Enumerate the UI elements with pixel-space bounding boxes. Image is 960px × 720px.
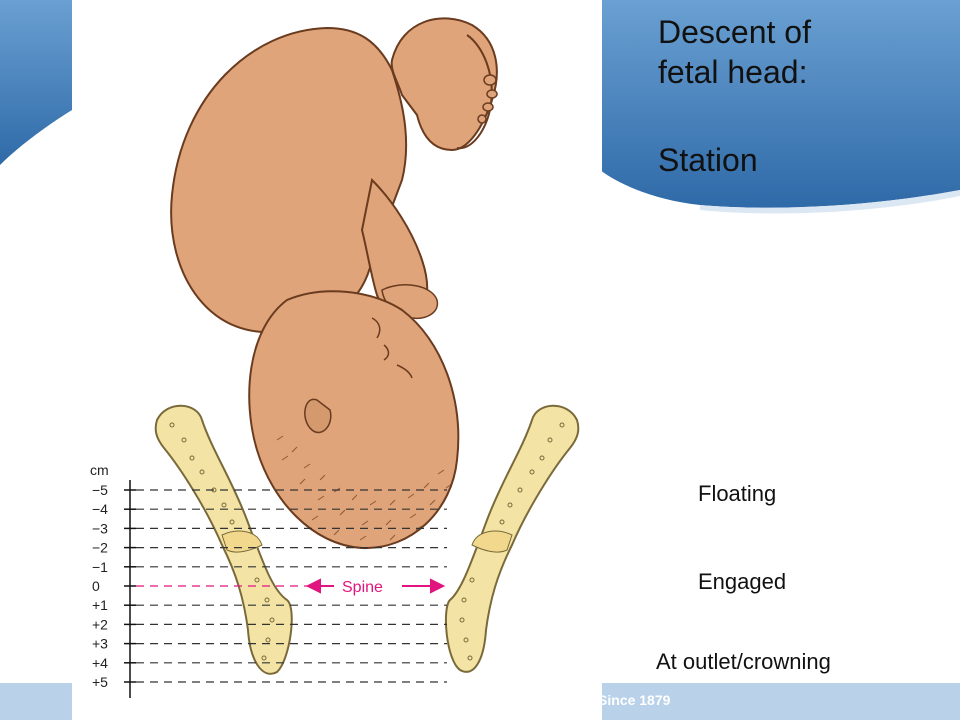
right-pelvic-bone — [446, 406, 578, 672]
fetus-body — [171, 28, 406, 332]
title-line-1: Descent of — [658, 12, 811, 52]
station-tick-label: −3 — [92, 520, 108, 536]
spine-label: Spine — [342, 579, 383, 596]
fetus-legs — [392, 18, 497, 150]
footer-text: Since 1879 — [598, 692, 670, 708]
slide-title: Descent of fetal head: — [658, 12, 811, 92]
title-line-2: fetal head: — [658, 52, 811, 92]
station-tick-label: −4 — [92, 501, 108, 517]
station-tick-label: +2 — [92, 616, 108, 632]
station-tick-label: +4 — [92, 655, 108, 671]
label-engaged: Engaged — [698, 569, 786, 595]
station-tick-label: +3 — [92, 636, 108, 652]
station-tick-label: 0 — [92, 578, 100, 594]
unit-label: cm — [90, 462, 109, 478]
station-tick-label: +1 — [92, 597, 108, 613]
station-tick-label: −1 — [92, 559, 108, 575]
slide-subtitle: Station — [658, 140, 758, 180]
station-tick-label: −5 — [92, 482, 108, 498]
label-outlet: At outlet/crowning — [656, 649, 831, 675]
label-floating: Floating — [698, 481, 776, 507]
station-tick-label: −2 — [92, 540, 108, 556]
station-tick-label: +5 — [92, 674, 108, 690]
fetal-station-illustration: cm −5 −4 −3 −2 −1 0 +1 +2 +3 +4 +5 Spine — [72, 0, 602, 720]
